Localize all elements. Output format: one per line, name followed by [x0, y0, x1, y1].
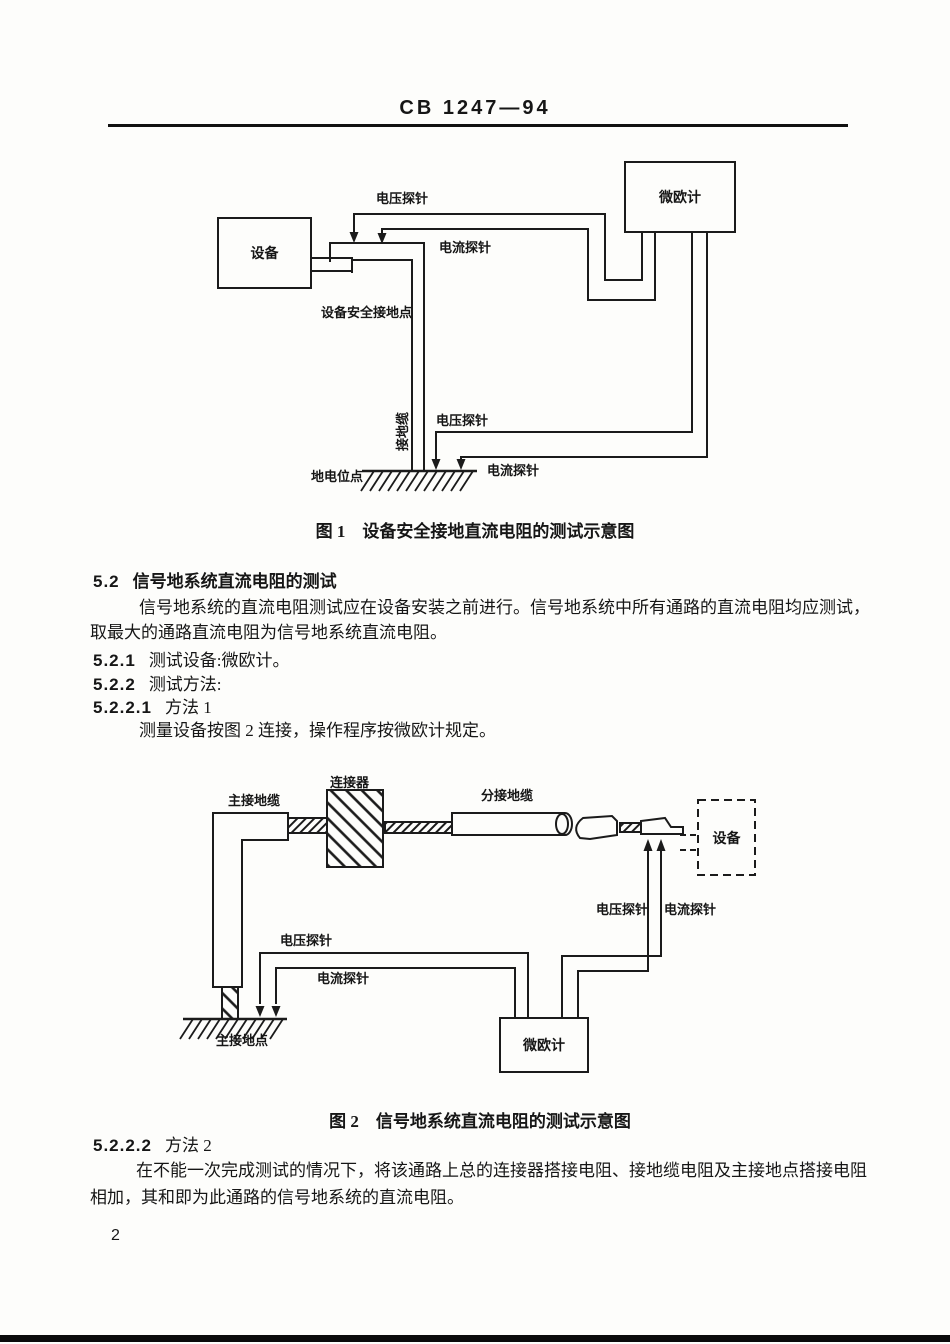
fig1-equipment-box: [217, 217, 312, 289]
fig1-ground-probe-wires: [435, 232, 708, 459]
paragraph-2: 测量设备按图 2 连接，操作程序按微欧计规定。: [139, 721, 496, 740]
section-number: 5.2.2.2: [93, 1136, 152, 1155]
figure2-diagram: [179, 789, 756, 1073]
fig1-equipment-label: 设备: [250, 247, 279, 262]
section-text: 测试设备:微欧计。: [148, 651, 290, 670]
fig2-current-probe-right-label: 电流探针: [664, 902, 717, 917]
figure1-diagram: [217, 161, 736, 492]
section-5-2-1: 5.2.1 测试设备:微欧计。: [93, 651, 290, 671]
fig2-cable-segment-1: [287, 817, 328, 834]
section-text: 方法 2: [165, 1136, 212, 1155]
section-5-2-2: 5.2.2 测试方法:: [93, 675, 222, 695]
fig2-main-cable-outline: [212, 812, 289, 988]
fig2-cable-segment-3: [619, 822, 642, 833]
fig2-right-probe-wires: [561, 850, 662, 1018]
fig1-safety-ground-point-label: 设备安全接地点: [321, 305, 413, 320]
fig2-main-ground-cable-label: 主接地缆: [228, 793, 281, 808]
fig2-equipment-label: 设备: [712, 831, 741, 847]
fig2-left-probe-wires: [259, 952, 529, 1018]
fig1-meter-label: 微欧计: [659, 191, 701, 206]
page-number: 2: [111, 1227, 120, 1244]
fig2-terminal-connector: [640, 816, 684, 835]
fig2-main-ground-point-label: 主接地点: [216, 1033, 269, 1048]
section-number: 5.2: [93, 572, 120, 591]
section-text: 方法 1: [165, 698, 212, 717]
fig2-cable-segment-2: [384, 821, 453, 834]
fig2-connector-label: 连接器: [330, 775, 370, 790]
paragraph-1-line-1: 信号地系统的直流电阻测试应在设备安装之前进行。信号地系统中所有通路的直流电阻均应…: [139, 598, 870, 617]
fig1-current-probe-bottom-label: 电流探针: [487, 463, 540, 478]
fig2-ground-hatch: [179, 1018, 284, 1040]
section-number: 5.2.2: [93, 675, 136, 694]
paragraph-3-line-1: 在不能一次完成测试的情况下，将该通路上总的连接器搭接电阻、接地缆电阻及主接地点搭…: [136, 1161, 867, 1180]
header-rule: [108, 124, 848, 127]
fig2-equipment-dashed-box: [697, 799, 756, 876]
figure1-caption: 图 1 设备安全接地直流电阻的测试示意图: [315, 522, 635, 541]
standard-code: CB 1247—94: [399, 97, 551, 119]
section-number: 5.2.1: [93, 651, 136, 670]
section-5-2-2-2: 5.2.2.2 方法 2: [93, 1136, 212, 1156]
fig2-cable-lug: [575, 814, 618, 841]
fig1-current-probe-wire-top: [381, 228, 656, 301]
paragraph-3-line-2: 相加，其和即为此通路的信号地系统的直流电阻。: [90, 1188, 464, 1207]
fig2-branch-cable-body: [451, 812, 573, 836]
fig2-meter-label: 微欧计: [523, 1039, 565, 1054]
section-5-2-2-1: 5.2.2.1 方法 1: [93, 698, 212, 718]
fig2-meter-box: [499, 1017, 589, 1073]
fig2-ground-stub: [221, 986, 239, 1020]
fig2-voltage-probe-left-label: 电压探针: [280, 933, 333, 948]
fig1-earth-potential-point-label: 地电位点: [311, 469, 364, 484]
fig1-voltage-probe-bottom-label: 电压探针: [436, 413, 489, 428]
fig2-branch-ground-cable-label: 分接地缆: [481, 788, 534, 803]
fig1-voltage-probe-wire-top: [353, 213, 643, 281]
paragraph-1-line-2: 取最大的通路直流电阻为信号地系统直流电阻。: [90, 623, 447, 642]
fig2-arrowheads: [255, 839, 666, 1017]
fig1-meter-box: [624, 161, 736, 233]
fig1-ground-hatch: [360, 470, 474, 492]
section-text: 测试方法:: [148, 675, 222, 694]
fig1-ground-cable-path: [311, 242, 425, 470]
fig1-arrowheads: [349, 232, 466, 470]
fig2-dashed-links: [680, 834, 698, 851]
figure2-caption: 图 2 信号地系统直流电阻的测试示意图: [329, 1112, 631, 1131]
fig1-current-probe-top-label: 电流探针: [439, 240, 492, 255]
fig1-voltage-probe-top-label: 电压探针: [376, 191, 429, 206]
fig2-current-probe-left-label: 电流探针: [317, 971, 370, 986]
section-number: 5.2.2.1: [93, 698, 152, 717]
section-title: 信号地系统直流电阻的测试: [132, 572, 337, 591]
fig2-voltage-probe-right-label: 电压探针: [596, 902, 649, 917]
fig2-connector-box: [326, 789, 384, 868]
section-5-2-heading: 5.2 信号地系统直流电阻的测试: [93, 572, 337, 592]
footer-rule: [0, 1335, 950, 1342]
fig1-ground-cable-label: 接地缆: [395, 411, 411, 452]
fig2-branch-cable-end: [555, 813, 569, 835]
